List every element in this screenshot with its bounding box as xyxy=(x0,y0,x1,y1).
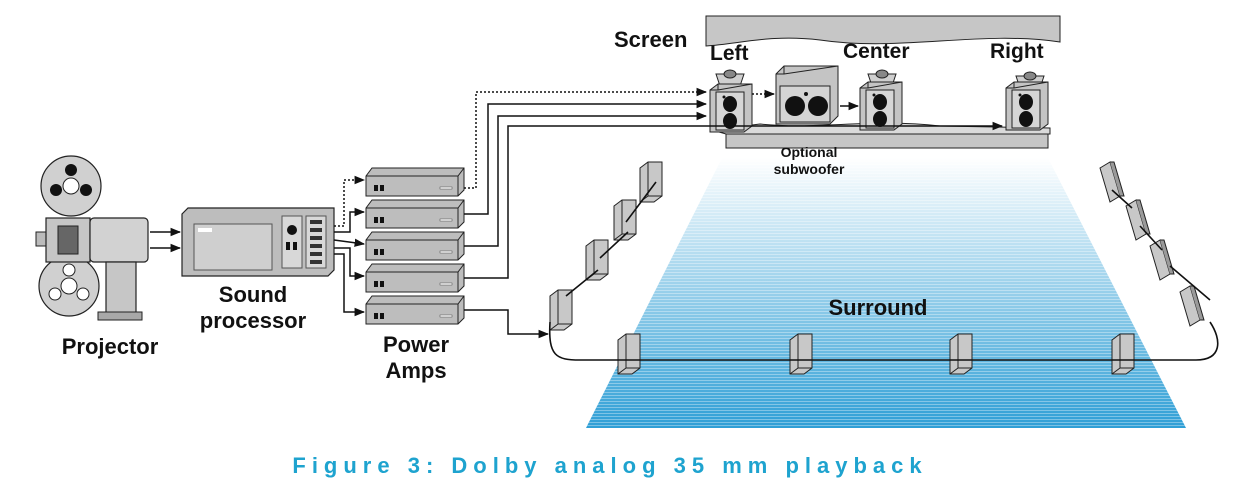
screen xyxy=(705,15,1061,47)
surround-speaker-left-3 xyxy=(585,239,609,281)
surround-speaker-left-1 xyxy=(639,161,663,203)
amps-label: Amps xyxy=(385,358,446,383)
left-speaker xyxy=(709,69,753,133)
signal-wiring xyxy=(150,87,1004,339)
auditorium-floor xyxy=(586,158,1186,428)
left-label: Left xyxy=(710,42,749,65)
projector-label: Projector xyxy=(62,334,159,359)
power-amp-4 xyxy=(365,263,465,293)
screen-label: Screen xyxy=(614,27,687,52)
sound-processor-icon xyxy=(181,207,335,277)
projector-icon xyxy=(35,155,149,321)
surround-speaker-rear-2 xyxy=(789,333,813,375)
processor-label: processor xyxy=(200,308,307,333)
surround-wire xyxy=(548,181,1219,361)
center-speaker xyxy=(859,69,903,131)
right-speaker xyxy=(1005,71,1049,131)
surround-speaker-rear-4 xyxy=(1111,333,1135,375)
center-label: Center xyxy=(843,40,910,63)
surround-label: Surround xyxy=(829,295,928,320)
optional-label: Optional xyxy=(781,144,838,160)
sound-label: Sound xyxy=(219,282,287,307)
surround-speaker-right-1 xyxy=(1099,161,1125,203)
power-amp-1 xyxy=(365,167,465,197)
subwoofer-label: subwoofer xyxy=(774,161,845,177)
surround-speaker-rear-1 xyxy=(617,333,641,375)
subwoofer xyxy=(775,65,839,125)
power-amp-2 xyxy=(365,199,465,229)
power-amp-5 xyxy=(365,295,465,325)
figure-caption: Figure 3: Dolby analog 35 mm playback xyxy=(292,453,927,478)
power-amp-3 xyxy=(365,231,465,261)
right-label: Right xyxy=(990,40,1044,63)
surround-speaker-right-3 xyxy=(1149,239,1175,281)
surround-speaker-left-4 xyxy=(549,289,573,331)
power-amps xyxy=(365,167,465,325)
power-label: Power xyxy=(383,332,449,357)
surround-speaker-rear-3 xyxy=(949,333,973,375)
